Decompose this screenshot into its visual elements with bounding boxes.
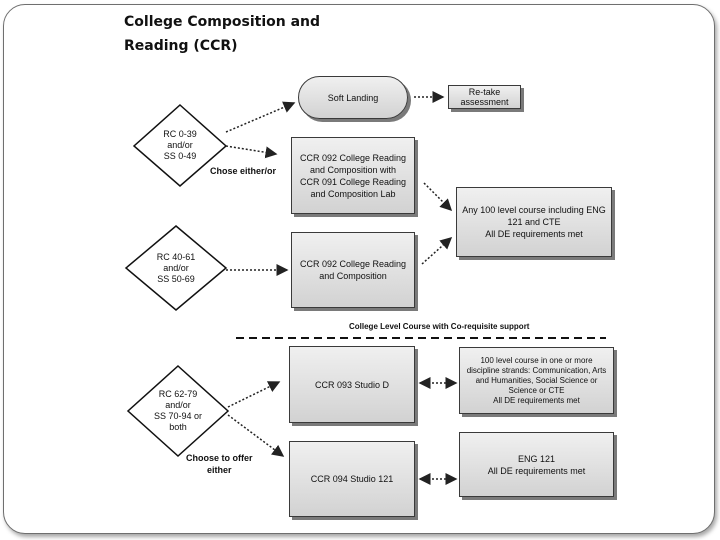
ccr092-text: CCR 092 College Reading and Composition xyxy=(299,259,407,281)
decision-diamond-1-text: RC 0-39 and/or SS 0-49 xyxy=(163,129,197,161)
arrow-d3-ccr093 xyxy=(227,381,281,408)
decision-diamond-2: RC 40-61 and/or SS 50-69 xyxy=(126,226,226,310)
arrow-ccr092-091-any100 xyxy=(423,182,453,212)
retake-assessment-text: Re-take assessment xyxy=(460,87,509,107)
corequisite-label: College Level Course with Co-requisite s… xyxy=(349,322,530,331)
decision-diamond-3-shape xyxy=(126,364,230,458)
arrow-d1-ccr092-091 xyxy=(225,145,278,159)
discipline-strands-box: 100 level course in one or more discipli… xyxy=(459,347,614,414)
any-100-level-text: Any 100 level course including ENG 121 a… xyxy=(462,205,606,239)
retake-assessment-box: Re-take assessment xyxy=(448,85,521,109)
ccr094-box: CCR 094 Studio 121 xyxy=(289,441,415,517)
eng121-text: ENG 121 All DE requirements met xyxy=(487,453,586,476)
decision-diamond-3-text: RC 62-79 and/or SS 70-94 or both xyxy=(153,389,203,432)
ccr093-box: CCR 093 Studio D xyxy=(289,346,415,423)
choose-to-offer-label: Choose to offer either xyxy=(186,453,253,475)
ccr092-091-text: CCR 092 College Reading and Composition … xyxy=(299,152,407,199)
ccr092-091-box: CCR 092 College Reading and Composition … xyxy=(291,137,415,214)
soft-landing-box: Soft Landing xyxy=(298,76,408,119)
ccr094-text: CCR 094 Studio 121 xyxy=(310,474,394,484)
decision-diamond-1-shape xyxy=(132,103,228,187)
decision-diamond-3: RC 62-79 and/or SS 70-94 or both xyxy=(128,366,228,456)
slide-title: College Composition and Reading (CCR) xyxy=(124,14,321,54)
discipline-strands-text: 100 level course in one or more discipli… xyxy=(466,355,607,405)
decision-diamond-2-shape xyxy=(124,225,228,311)
ccr092-box: CCR 092 College Reading and Composition xyxy=(291,232,415,308)
chose-either-or-label: Chose either/or xyxy=(210,166,277,176)
eng121-box: ENG 121 All DE requirements met xyxy=(459,432,614,497)
arrow-d3-ccr094 xyxy=(227,414,285,457)
arrow-d1-soft-landing xyxy=(225,101,296,133)
any-100-level-box: Any 100 level course including ENG 121 a… xyxy=(456,187,612,257)
soft-landing-text: Soft Landing xyxy=(327,92,379,103)
ccr093-text: CCR 093 Studio D xyxy=(314,379,390,390)
arrow-ccr092-any100 xyxy=(421,236,453,265)
decision-diamond-1: RC 0-39 and/or SS 0-49 xyxy=(134,105,226,186)
decision-diamond-2-text: RC 40-61 and/or SS 50-69 xyxy=(156,251,196,284)
